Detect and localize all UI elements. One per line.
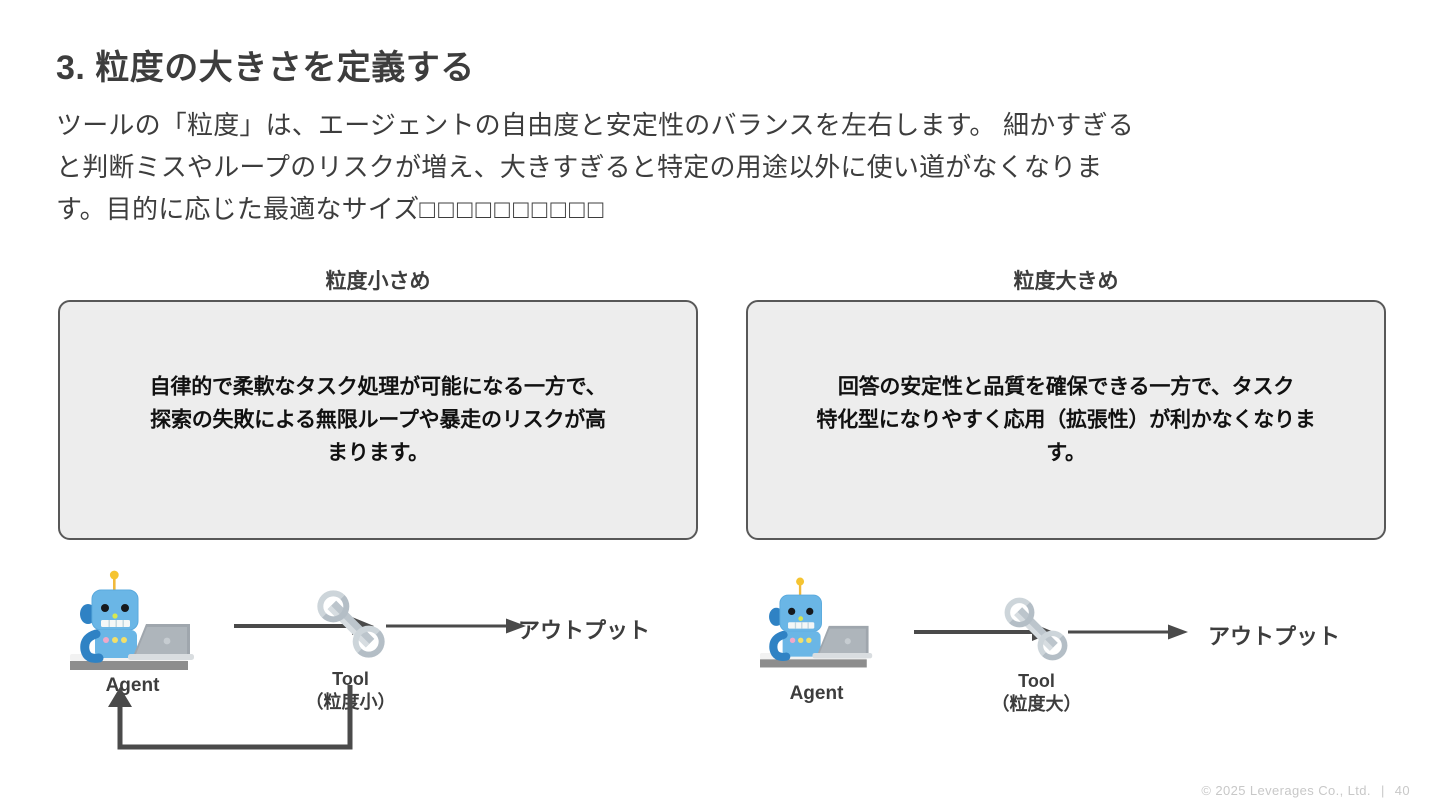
panel-left-line-2: 探索の失敗による無限ループや暴走のリスクが高 [150,408,606,432]
footer-page-number: 40 [1394,783,1410,798]
panel-left-text: 自律的で柔軟なタスク処理が可能になる一方で、 探索の失敗による無限ループや暴走の… [78,371,678,470]
panel-large-granularity: 回答の安定性と品質を確保できる一方で、タスク 特化型になりやすく応用（拡張性）が… [746,300,1386,540]
agent-robot-icon [68,570,198,675]
agent-label-right: Agent [789,683,844,704]
panel-left-line-1: 自律的で柔軟なタスク処理が可能になる一方で、 [149,375,607,399]
footer: © 2025 Leverages Co., Ltd. | 40 [1201,783,1410,798]
diagram-small-granularity: Agent Tool （粒度小） アウトプット [58,565,698,765]
output-label-right: アウトプット [1208,624,1341,649]
arrow-tool-to-output-right [1068,624,1188,640]
tool-label-right-line-1: Tool [1018,671,1055,691]
panel-right-text: 回答の安定性と品質を確保できる一方で、タスク 特化型になりやすく応用（拡張性）が… [766,371,1366,470]
lead-line-1: ツールの「粒度」は、エージェントの自由度と安定性のバランスを左右します。 細かす… [56,110,1134,140]
lead-line-3: す。目的に応じた最適なサイズ□□□□□□□□□□ [56,188,1386,230]
column-header-left: 粒度小さめ [325,270,431,293]
tool-wrench-icon [317,590,385,658]
feedback-loop-arrow-left [108,685,353,750]
agent-robot-icon-right [758,577,876,672]
lead-line-3-text: す。目的に応じた最適なサイズ [56,194,420,224]
footer-separator: | [1380,783,1385,798]
panel-right-line-2: 特化型になりやすく応用（拡張性）が利かなくなりま [816,408,1316,432]
lead-line-2: と判断ミスやループのリスクが増え、大きすぎると特定の用途以外に使い道がなくなりま [56,152,1103,182]
panel-right-line-3: す。 [1046,441,1086,465]
panel-right-line-1: 回答の安定性と品質を確保できる一方で、タスク [837,375,1295,399]
missing-glyph-run: □□□□□□□□□□ [419,194,607,224]
panel-small-granularity: 自律的で柔軟なタスク処理が可能になる一方で、 探索の失敗による無限ループや暴走の… [58,300,698,540]
lead-paragraph: ツールの「粒度」は、エージェントの自由度と安定性のバランスを左右します。 細かす… [56,104,1386,230]
arrow-tool-to-output-left [386,618,526,634]
column-header-right: 粒度大きめ [1013,270,1119,293]
tool-label-left-line-1: Tool [332,669,369,689]
output-label-left: アウトプット [518,618,651,643]
diagram-large-granularity: Agent Tool （粒度大） アウトプット [746,565,1386,765]
panel-left-line-3: まります。 [327,441,429,465]
footer-copyright: © 2025 Leverages Co., Ltd. [1201,783,1371,798]
tool-label-right: Tool （粒度大） [984,670,1089,716]
page-title: 3. 粒度の大きさを定義する [56,49,475,87]
tool-label-right-line-2: （粒度大） [991,694,1082,714]
tool-wrench-icon-right [1004,597,1068,661]
